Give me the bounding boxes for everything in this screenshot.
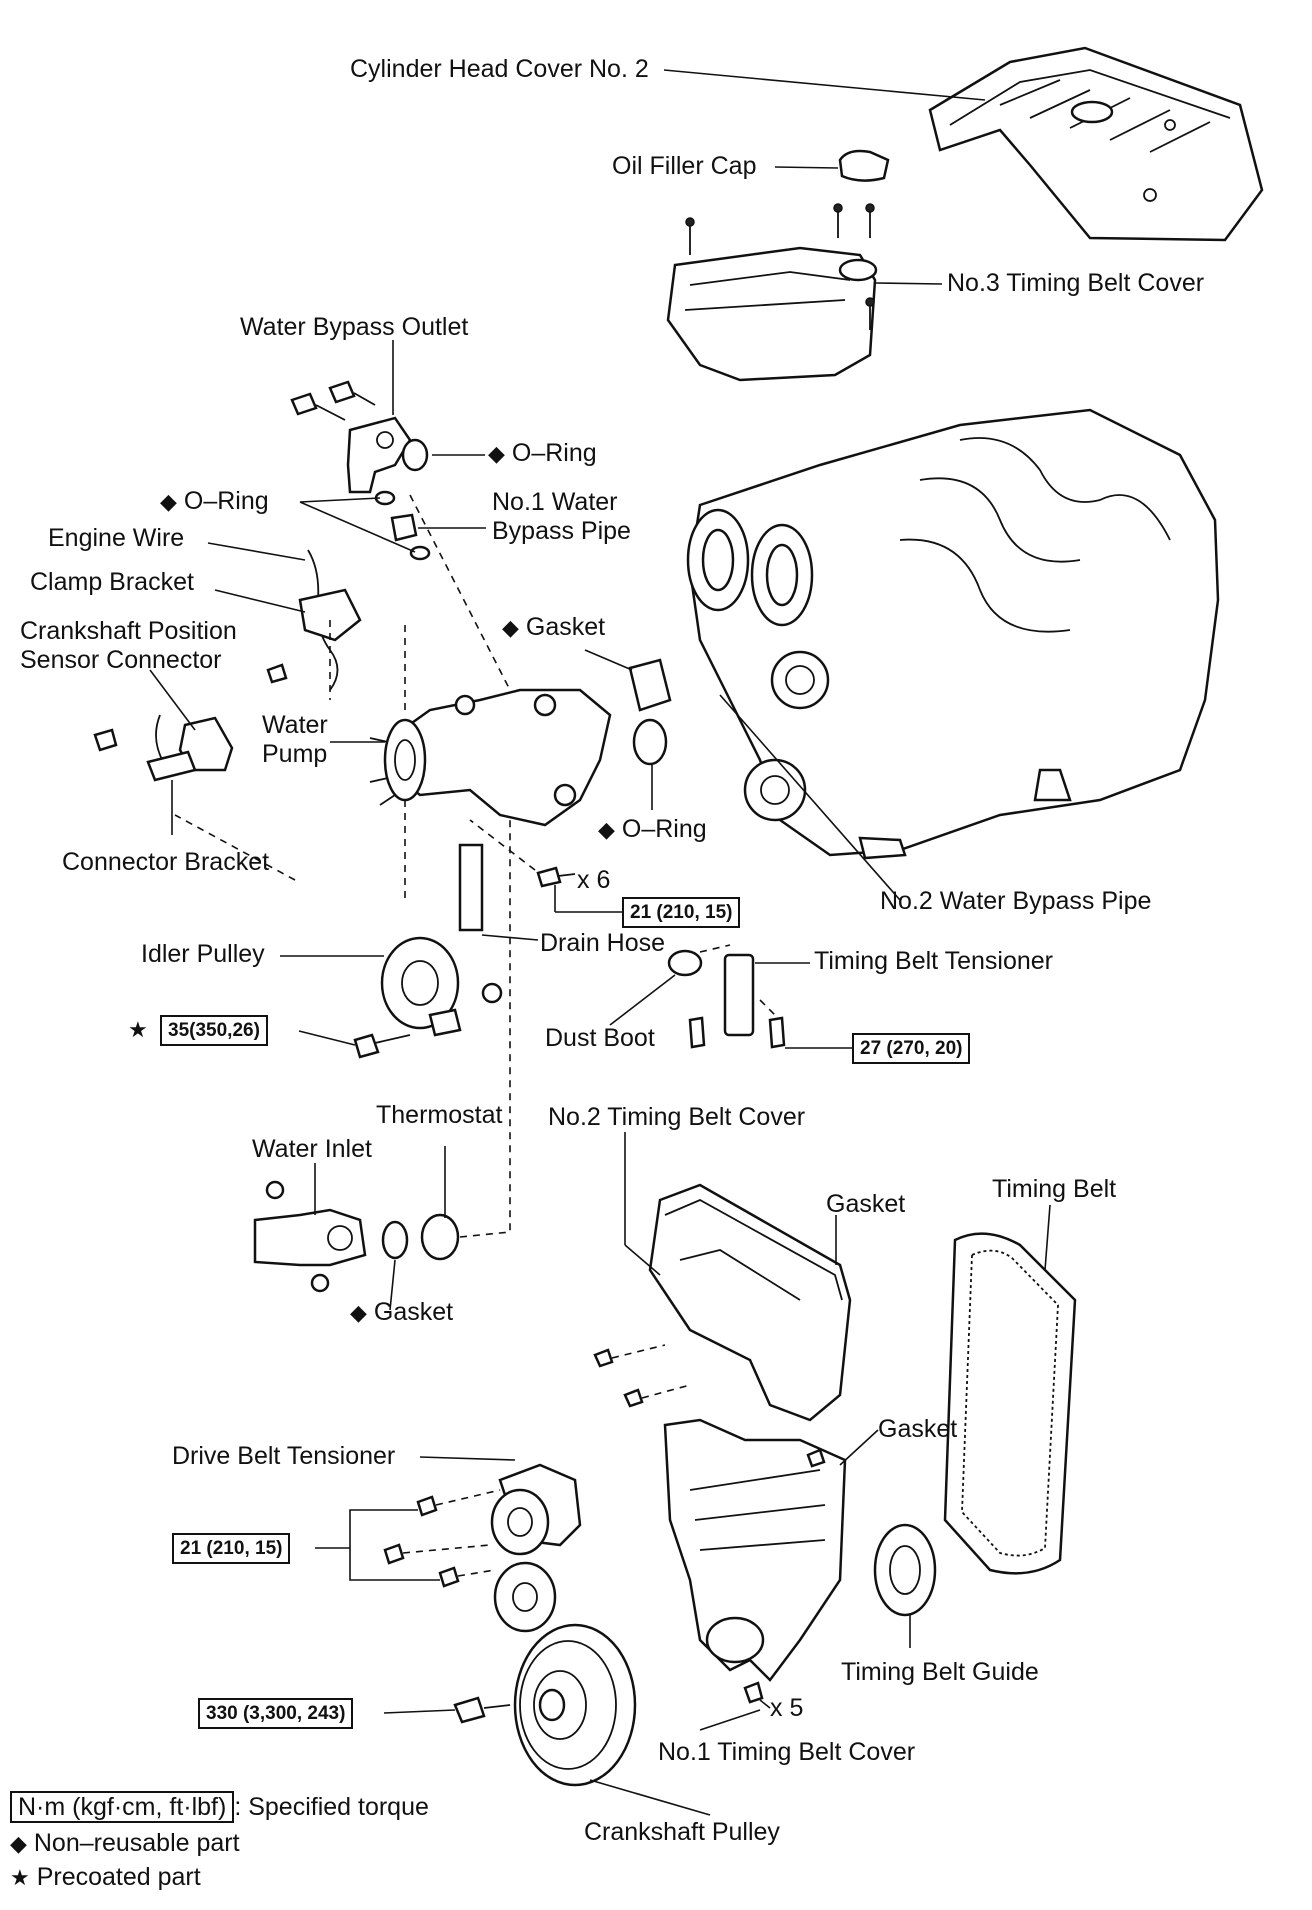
label-water-pump: Water Pump bbox=[262, 711, 328, 769]
legend-non-reusable: ◆ Non–reusable part bbox=[10, 1828, 240, 1860]
label-no1-timing-belt-cover: No.1 Timing Belt Cover bbox=[658, 1738, 916, 1766]
label-water-inlet: Water Inlet bbox=[252, 1135, 372, 1163]
sensor-connector-drawing bbox=[93, 714, 234, 782]
o-ring-pump-text: O–Ring bbox=[621, 815, 707, 843]
label-timing-belt-guide: Timing Belt Guide bbox=[841, 1658, 1039, 1686]
label-gasket-cover1: Gasket bbox=[878, 1415, 958, 1443]
no1-pipe-line2: Bypass Pipe bbox=[492, 517, 631, 545]
drive-belt-tensioner-drawing bbox=[383, 1463, 582, 1633]
precoated-icon: ★ bbox=[128, 1018, 148, 1043]
legend-torque-text: : Specified torque bbox=[234, 1793, 429, 1821]
label-gasket-cover2: Gasket bbox=[826, 1190, 906, 1218]
label-dust-boot: Dust Boot bbox=[545, 1024, 655, 1052]
label-idler-precoated: ★ bbox=[128, 1015, 148, 1045]
label-oil-filler-cap: Oil Filler Cap bbox=[612, 152, 757, 180]
label-water-bypass-outlet: Water Bypass Outlet bbox=[240, 313, 469, 341]
non-reusable-icon: ◆ bbox=[502, 616, 519, 641]
no3-timing-belt-cover-drawing bbox=[666, 203, 878, 382]
torque-idler-bolt: 35(350,26) bbox=[160, 1015, 268, 1046]
non-reusable-icon: ◆ bbox=[598, 818, 615, 843]
label-engine-wire: Engine Wire bbox=[48, 524, 185, 552]
label-no2-water-bypass-pipe: No.2 Water Bypass Pipe bbox=[880, 887, 1152, 915]
engine-block-drawing bbox=[686, 408, 1220, 860]
label-crankshaft-sensor: Crankshaft Position Sensor Connector bbox=[20, 617, 237, 675]
oil-filler-cap-drawing bbox=[838, 149, 890, 182]
o-ring-outlet-text: O–Ring bbox=[511, 439, 597, 467]
precoated-icon: ★ bbox=[10, 1866, 30, 1891]
engine-wire-drawing bbox=[266, 549, 362, 691]
no1-pipe-line1: No.1 Water bbox=[492, 488, 618, 516]
label-idler-pulley: Idler Pulley bbox=[141, 940, 265, 968]
label-o-ring-pump: ◆ O–Ring bbox=[598, 815, 707, 845]
non-reusable-icon: ◆ bbox=[160, 490, 177, 515]
water-pump-line2: Pump bbox=[262, 740, 328, 768]
water-pump-line1: Water bbox=[262, 711, 328, 739]
label-drive-belt-tensioner: Drive Belt Tensioner bbox=[172, 1442, 396, 1470]
label-timing-belt-tensioner: Timing Belt Tensioner bbox=[814, 947, 1054, 975]
sensor-line2: Sensor Connector bbox=[20, 646, 222, 674]
timing-belt-tensioner-drawing bbox=[667, 944, 786, 1049]
label-no1-water-bypass-pipe: No.1 Water Bypass Pipe bbox=[492, 488, 631, 546]
gasket-pump-text: Gasket bbox=[525, 613, 606, 641]
gasket-inlet-text: Gasket bbox=[373, 1298, 454, 1326]
water-pump-drawing bbox=[369, 688, 612, 827]
label-no3-timing-belt-cover: No.3 Timing Belt Cover bbox=[947, 269, 1205, 297]
cylinder-head-cover-drawing bbox=[928, 46, 1264, 242]
label-o-ring-outlet: ◆ O–Ring bbox=[488, 439, 597, 469]
label-clamp-bracket: Clamp Bracket bbox=[30, 568, 194, 596]
sensor-line1: Crankshaft Position bbox=[20, 617, 237, 645]
label-o-ring-left: ◆ O–Ring bbox=[160, 487, 269, 517]
legend-precoated-text: Precoated part bbox=[36, 1863, 201, 1891]
label-cylinder-head-cover: Cylinder Head Cover No. 2 bbox=[350, 55, 649, 83]
water-inlet-drawing bbox=[253, 1180, 460, 1293]
label-crankshaft-pulley: Crankshaft Pulley bbox=[584, 1818, 780, 1846]
label-thermostat: Thermostat bbox=[376, 1101, 503, 1129]
no1-timing-belt-cover-drawing bbox=[663, 1418, 847, 1704]
o-ring-left-text: O–Ring bbox=[183, 487, 269, 515]
legend-precoated: ★ Precoated part bbox=[10, 1862, 201, 1894]
timing-belt-guide-drawing bbox=[873, 1523, 937, 1617]
label-x6: x 6 bbox=[577, 866, 611, 894]
label-drain-hose: Drain Hose bbox=[540, 929, 666, 957]
label-no2-timing-belt-cover: No.2 Timing Belt Cover bbox=[548, 1103, 806, 1131]
label-gasket-inlet: ◆ Gasket bbox=[350, 1298, 453, 1328]
non-reusable-icon: ◆ bbox=[350, 1301, 367, 1326]
label-gasket-pump: ◆ Gasket bbox=[502, 613, 605, 643]
label-x5: x 5 bbox=[770, 1694, 804, 1722]
label-connector-bracket: Connector Bracket bbox=[62, 848, 270, 876]
label-timing-belt: Timing Belt bbox=[992, 1175, 1117, 1203]
torque-pump-bolts: 21 (210, 15) bbox=[622, 897, 741, 928]
water-bypass-outlet-drawing bbox=[290, 380, 412, 494]
legend-non-reusable-text: Non–reusable part bbox=[33, 1829, 240, 1857]
non-reusable-icon: ◆ bbox=[10, 1832, 27, 1857]
legend-torque-box: N·m (kgf·cm, ft·lbf) bbox=[10, 1791, 235, 1823]
non-reusable-icon: ◆ bbox=[488, 442, 505, 467]
torque-tensioner-bolts: 27 (270, 20) bbox=[852, 1033, 971, 1064]
crankshaft-pulley-drawing bbox=[453, 1623, 637, 1787]
legend-torque: N·m (kgf·cm, ft·lbf): Specified torque bbox=[10, 1791, 429, 1823]
torque-crank-bolt: 330 (3,300, 243) bbox=[198, 1698, 354, 1729]
no2-timing-belt-cover-drawing bbox=[648, 1183, 852, 1422]
timing-belt-drawing bbox=[943, 1232, 1077, 1575]
idler-pulley-drawing bbox=[353, 936, 503, 1059]
torque-drive-tensioner-bolts: 21 (210, 15) bbox=[172, 1533, 291, 1564]
